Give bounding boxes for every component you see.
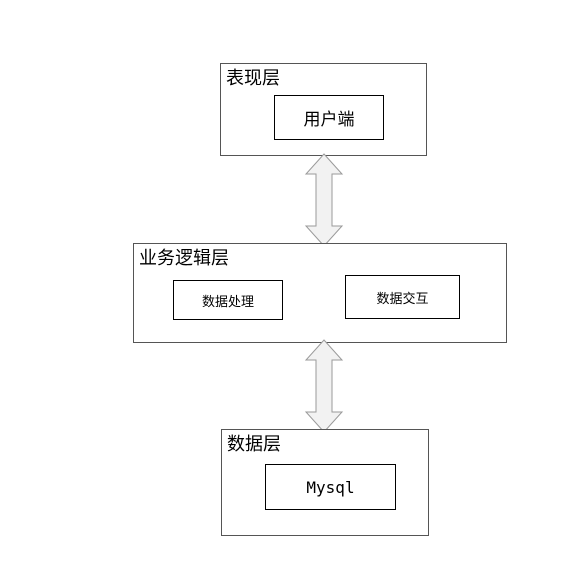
data-layer-title: 数据层 bbox=[227, 434, 281, 455]
mysql-box: Mysql bbox=[265, 464, 396, 510]
business-logic-layer-title: 业务逻辑层 bbox=[139, 248, 229, 269]
business-logic-layer: 业务逻辑层 数据处理 数据交互 bbox=[133, 243, 507, 343]
data-processing-box: 数据处理 bbox=[173, 280, 283, 320]
data-layer: 数据层 Mysql bbox=[221, 429, 429, 536]
presentation-layer-title: 表现层 bbox=[226, 68, 280, 89]
data-interaction-box: 数据交互 bbox=[345, 275, 460, 319]
double-arrow-top-shape bbox=[304, 153, 344, 247]
double-arrow-top bbox=[304, 153, 344, 247]
double-arrow-bottom-shape bbox=[304, 339, 344, 433]
client-box: 用户端 bbox=[274, 95, 384, 140]
presentation-layer: 表现层 用户端 bbox=[220, 63, 427, 156]
double-arrow-bottom bbox=[304, 339, 344, 433]
